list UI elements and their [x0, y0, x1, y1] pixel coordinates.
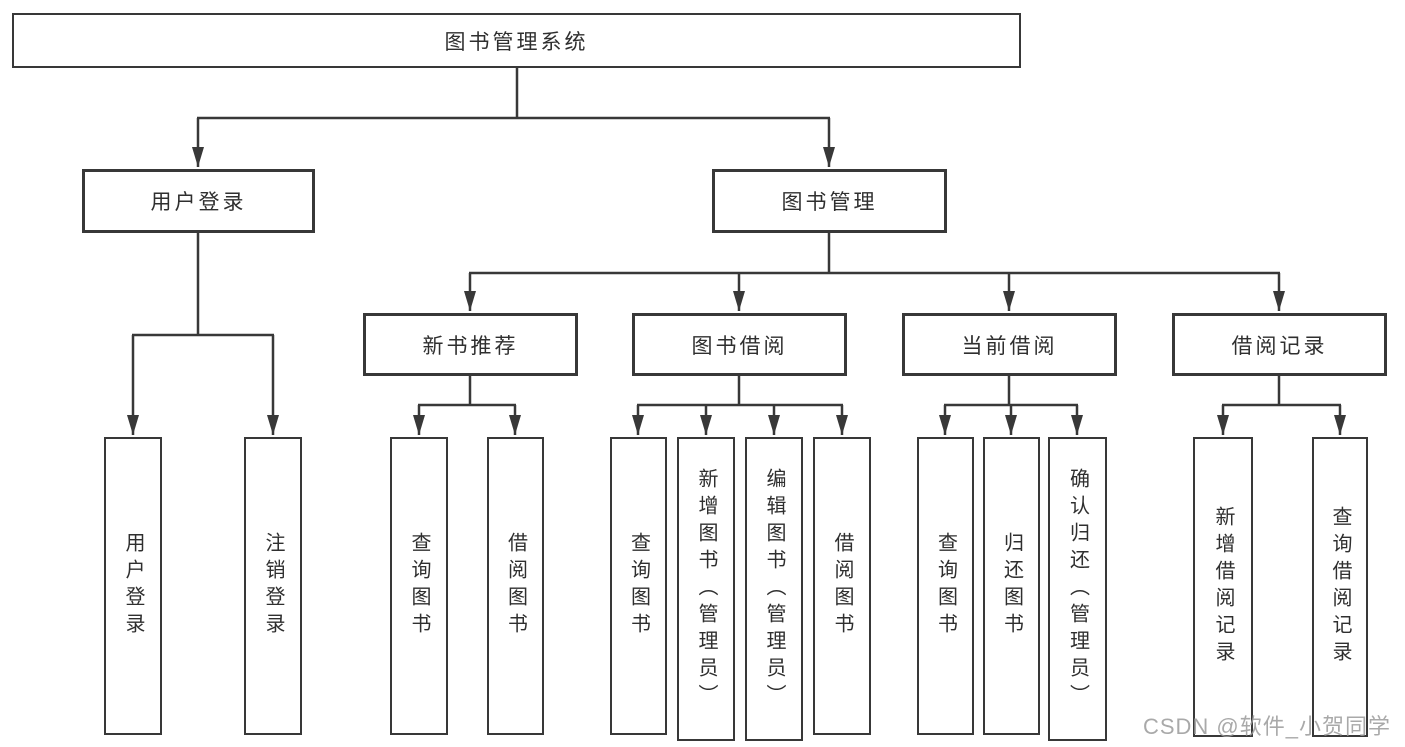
node-book-management: 图书管理: [712, 169, 947, 233]
leaf-query-books-recommend: 查询图书: [390, 437, 448, 735]
leaf-add-borrow-record: 新增借阅记录: [1193, 437, 1253, 737]
leaf-logout: 注销登录: [244, 437, 302, 735]
node-borrow-records: 借阅记录: [1172, 313, 1387, 376]
watermark: CSDN @软件_小贺同学: [1142, 714, 1391, 739]
node-book-borrow: 图书借阅: [632, 313, 847, 376]
leaf-query-books-borrow: 查询图书: [610, 437, 667, 735]
leaf-user-login: 用户登录: [104, 437, 162, 735]
leaf-edit-books-admin: 编辑图书（管理员）: [745, 437, 803, 741]
leaf-borrow-books: 借阅图书: [813, 437, 871, 735]
leaf-query-books-current: 查询图书: [917, 437, 974, 735]
node-library-management-system: 图书管理系统: [12, 13, 1021, 68]
leaf-borrow-books-recommend: 借阅图书: [487, 437, 544, 735]
leaf-query-borrow-record: 查询借阅记录: [1312, 437, 1368, 737]
leaf-return-books: 归还图书: [983, 437, 1040, 735]
node-user-login: 用户登录: [82, 169, 315, 233]
node-current-borrow: 当前借阅: [902, 313, 1117, 376]
leaf-add-books-admin: 新增图书（管理员）: [677, 437, 735, 741]
leaf-confirm-return-admin: 确认归还（管理员）: [1048, 437, 1107, 741]
node-new-book-recommend: 新书推荐: [363, 313, 578, 376]
